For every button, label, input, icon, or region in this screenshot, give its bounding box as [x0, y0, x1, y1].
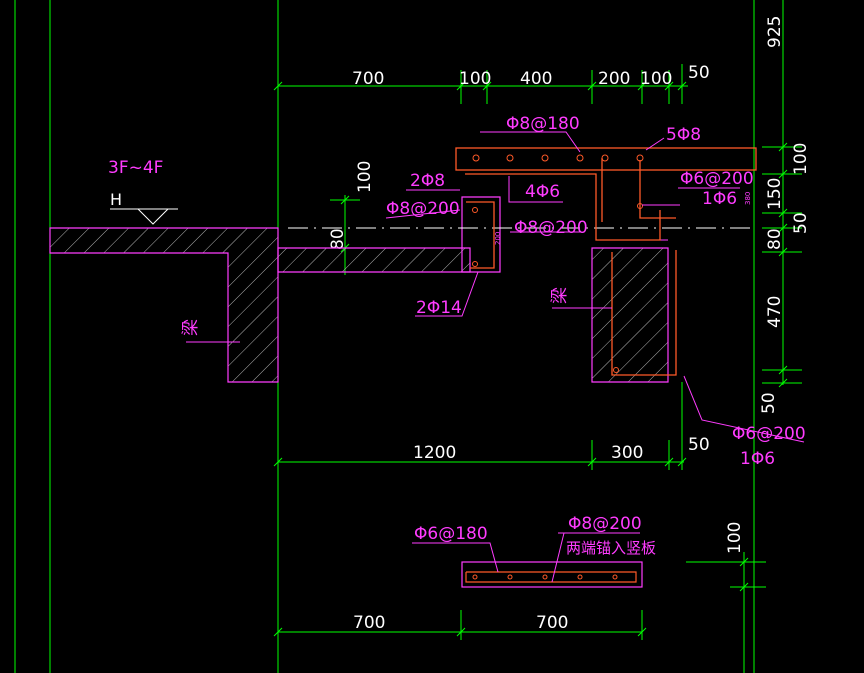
lower-dim-0: 700 — [353, 613, 385, 633]
lower-dimension-chain — [273, 610, 647, 640]
bottom-dim-50: 50 — [688, 435, 710, 455]
label-one-phi6-lower: 1Φ6 — [740, 449, 775, 469]
top-dim-2: 400 — [520, 69, 552, 89]
right-dim-925: 925 — [765, 16, 785, 48]
lower-slab-leaders — [412, 532, 640, 583]
rebar-cage — [455, 147, 757, 376]
label-slab-phi6-180: Φ6@180 — [414, 524, 488, 544]
label-top-main: 5Φ8 — [666, 125, 701, 145]
beam-label-right: 梁 — [550, 287, 570, 304]
label-phi8-200-mid: Φ8@200 — [514, 218, 588, 238]
bottom-dim-300: 300 — [611, 443, 643, 463]
top-dimension-chain — [273, 64, 688, 150]
box-height-label: 380 — [744, 192, 752, 205]
lower-right-dimension — [686, 552, 766, 673]
lower-slab-detail — [461, 561, 643, 588]
small-dim-right: 100 — [725, 522, 745, 554]
top-dim-0: 700 — [352, 69, 384, 89]
beam-label-left: 梁 — [181, 319, 201, 336]
top-dim-5: 50 — [688, 63, 710, 83]
right-dim-150: 150 — [765, 178, 785, 210]
label-slab-phi8-200: Φ8@200 — [568, 514, 642, 534]
top-dim-4: 100 — [640, 69, 672, 89]
label-two-phi14: 2Φ14 — [416, 298, 462, 318]
bottom-dimension-chain — [273, 382, 687, 470]
right-dim-50-lower: 50 — [759, 392, 779, 414]
right-dim-100: 100 — [791, 143, 811, 175]
existing-slab-and-beam — [49, 227, 279, 383]
left-dim-100: 100 — [355, 161, 375, 193]
lower-dim-1: 700 — [536, 613, 568, 633]
elevation-marker — [110, 208, 178, 225]
label-slab-note: 两端锚入竖板 — [566, 539, 656, 557]
label-phi8-200-left: Φ8@200 — [386, 199, 460, 219]
label-phi6-200-lower: Φ6@200 — [732, 424, 806, 444]
floor-label: 3F~4F — [108, 158, 163, 178]
right-dim-80: 80 — [765, 228, 785, 250]
cantilever-slab — [277, 196, 669, 383]
bottom-dim-1200: 1200 — [413, 443, 456, 463]
upright-height-label: 200 — [494, 232, 502, 245]
left-dim-80: 80 — [328, 228, 348, 250]
label-two-phi8: 2Φ8 — [410, 171, 445, 191]
elevation-label: H — [110, 190, 122, 209]
rebar-dots — [472, 154, 644, 373]
label-one-phi6-upper: 1Φ6 — [702, 189, 737, 209]
label-top-dist: Φ8@180 — [506, 114, 580, 134]
top-dim-3: 200 — [598, 69, 630, 89]
top-dim-1: 100 — [459, 69, 491, 89]
label-phi6-200-upper: Φ6@200 — [680, 169, 754, 189]
right-dimension-chain — [762, 0, 802, 388]
label-four-phi6: 4Φ6 — [525, 182, 560, 202]
right-dim-50-upper: 50 — [791, 212, 811, 234]
annotation-leaders — [385, 131, 805, 443]
right-dim-470: 470 — [765, 296, 785, 328]
